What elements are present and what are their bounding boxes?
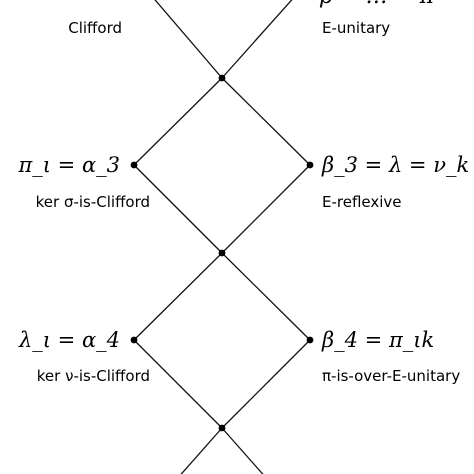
row3-right-formula: β_3 = λ = ν_k — [321, 153, 469, 177]
node-center-1 — [218, 74, 226, 82]
row3-left-formula: π_ι = α_3 — [17, 153, 120, 177]
row4-left-formula: λ_ι = α_4 — [18, 328, 120, 352]
node-right-4 — [306, 336, 314, 344]
edge-right4-to-center3 — [221, 339, 311, 429]
top-right-formula: ρ = … = π — [319, 0, 435, 9]
node-center-2 — [218, 249, 226, 257]
top-right-caption: E-unitary — [322, 19, 390, 37]
node-right-3 — [306, 161, 314, 169]
row3-left-caption: ker σ-is-Clifford — [36, 193, 150, 211]
row4-left-caption: ker ν-is-Clifford — [37, 367, 150, 385]
edge-left3-to-center2 — [133, 164, 223, 254]
edge-top-left-to-center1 — [154, 0, 223, 79]
node-formulas: ρ = … = π π_ι = α_3 β_3 = λ = ν_k λ_ι = … — [17, 0, 469, 352]
node-captions: Clifford E-unitary ker σ-is-Clifford E-r… — [36, 19, 461, 385]
edge-center3-to-bottom-left — [180, 427, 223, 474]
edge-left4-to-center3 — [133, 339, 223, 429]
row3-right-caption: E-reflexive — [322, 193, 402, 211]
edge-center3-to-bottom-right — [221, 427, 264, 474]
top-left-caption: Clifford — [68, 19, 122, 37]
node-left-4 — [130, 336, 138, 344]
lattice-edges — [133, 0, 311, 474]
row4-right-caption: π-is-over-E-unitary — [322, 367, 460, 385]
edge-center1-to-left3 — [133, 77, 223, 166]
lattice-nodes — [130, 74, 314, 432]
edge-center2-to-left4 — [133, 252, 223, 341]
node-center-3 — [218, 424, 226, 432]
edge-top-right-to-center1 — [221, 0, 293, 79]
edge-right3-to-center2 — [221, 164, 311, 254]
edge-center2-to-right4 — [221, 252, 311, 341]
row4-right-formula: β_4 = π_ιk — [321, 328, 434, 352]
edge-center1-to-right3 — [221, 77, 311, 166]
node-left-3 — [130, 161, 138, 169]
